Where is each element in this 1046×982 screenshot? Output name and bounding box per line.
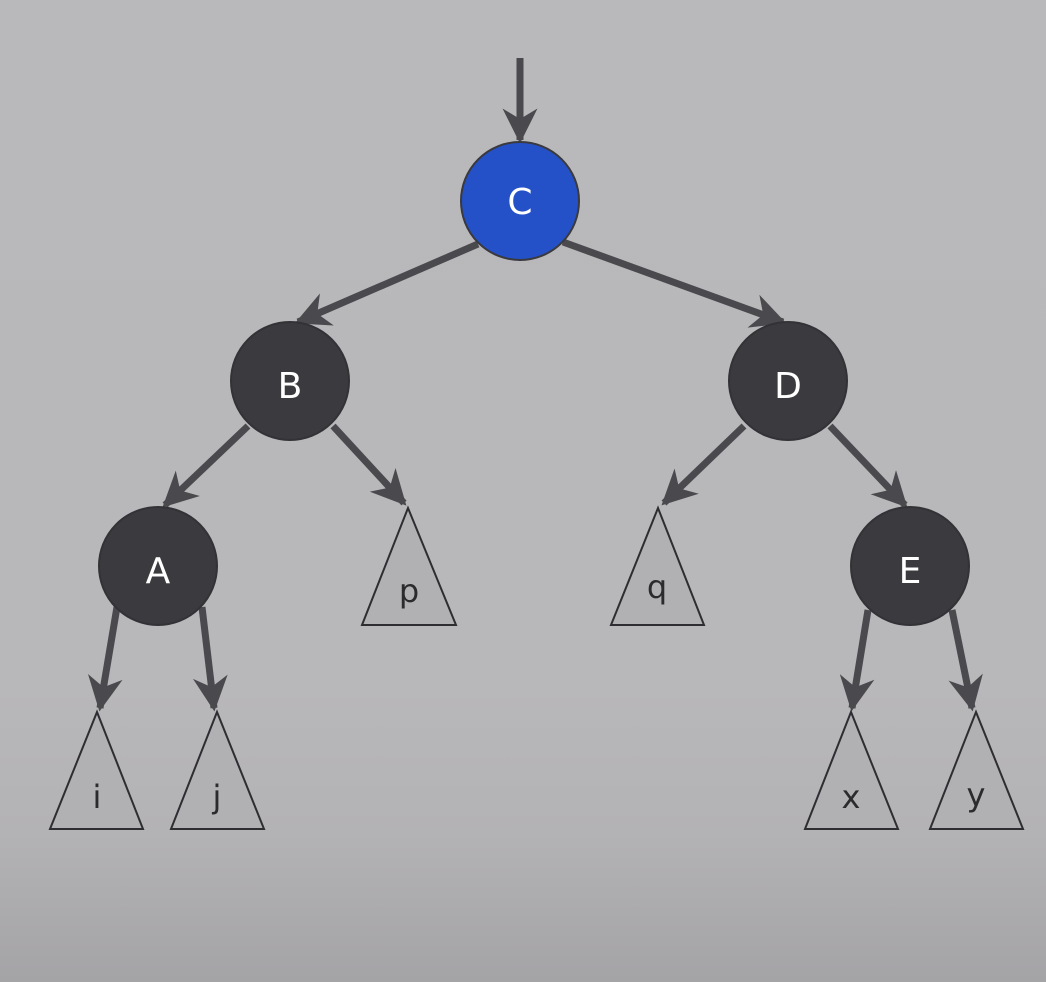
node-b: B [230, 321, 350, 441]
node-label-b: B [278, 366, 303, 407]
subtree-label-x: x [842, 778, 861, 816]
edge-d-e [827, 423, 908, 508]
node-c: C [460, 141, 580, 261]
subtree-x: x [803, 709, 900, 830]
subtree-label-j: j [212, 778, 222, 816]
node-label-e: E [899, 551, 922, 592]
node-circle [850, 506, 970, 626]
node-circle [98, 506, 218, 626]
edge-a-j [192, 606, 228, 712]
node-a: A [98, 506, 218, 626]
subtree-label-i: i [93, 778, 102, 816]
node-e: E [850, 506, 970, 626]
edge-a-i [87, 606, 123, 712]
subtree-triangle [360, 505, 458, 626]
subtree-triangle [803, 709, 900, 830]
subtree-i: i [48, 709, 145, 830]
subtree-label-q: q [647, 568, 667, 606]
subtree-triangle [609, 505, 706, 626]
node-circle [230, 321, 350, 441]
edge-c-b [294, 240, 480, 326]
node-label-d: D [774, 366, 802, 407]
subtree-triangle [48, 709, 145, 830]
edge-c-d [561, 238, 787, 328]
node-label-c: C [507, 182, 532, 223]
subtree-q: q [609, 505, 706, 626]
subtree-label-p: p [399, 572, 419, 610]
subtree-j: j [169, 709, 266, 830]
edge-b-a [162, 423, 251, 508]
subtree-label-y: y [967, 776, 986, 814]
edge-b-p [330, 423, 407, 506]
edge-e-y [948, 609, 983, 712]
edge-e-x [839, 609, 875, 712]
node-circle [728, 321, 848, 441]
subtree-triangle [928, 709, 1025, 830]
edges [87, 58, 983, 712]
subtree-p: p [360, 505, 458, 626]
subtree-triangle [169, 709, 266, 830]
node-circle-highlighted [460, 141, 580, 261]
subtree-y: y [928, 709, 1025, 830]
edge-d-q [661, 423, 747, 506]
node-d: D [728, 321, 848, 441]
node-label-a: A [146, 551, 171, 592]
